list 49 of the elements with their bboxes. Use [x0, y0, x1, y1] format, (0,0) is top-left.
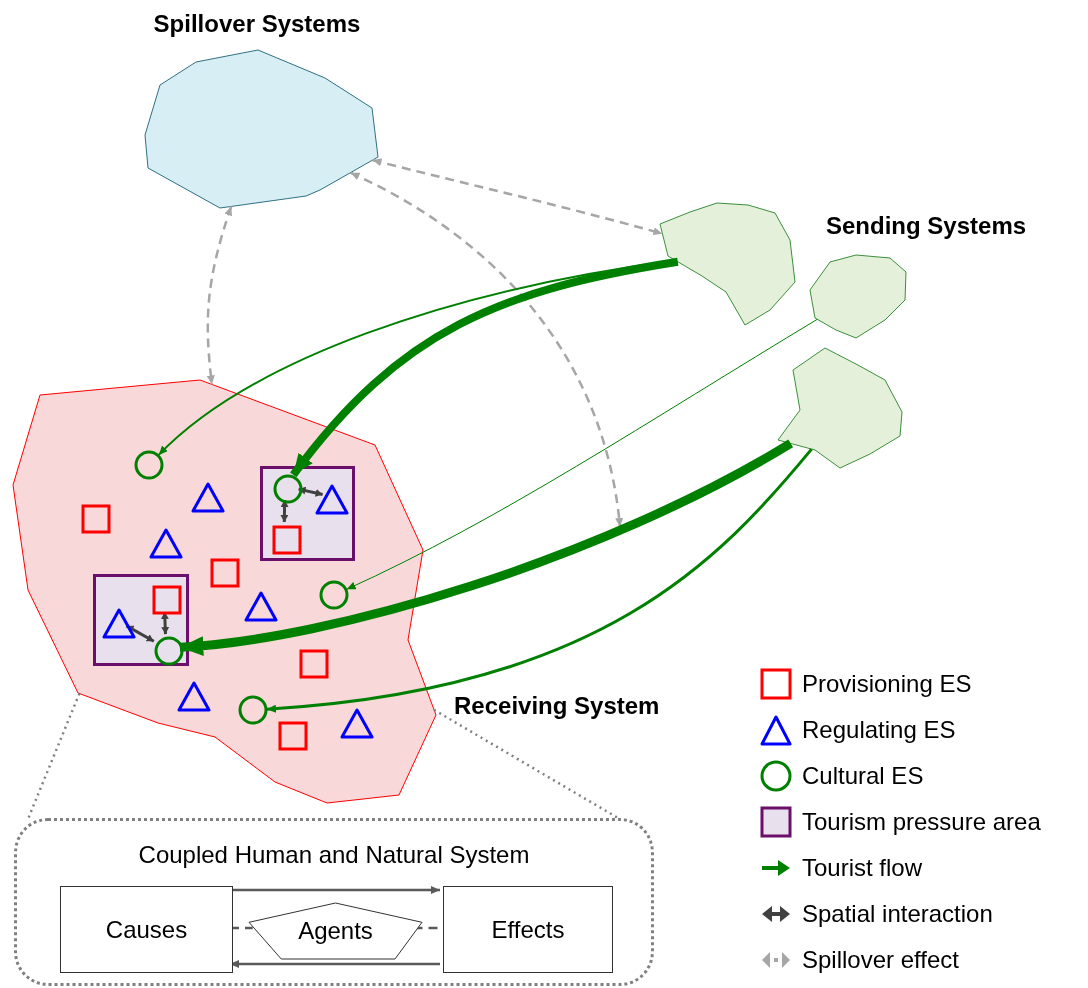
zoom-line: [27, 693, 81, 819]
triangle-symbol: [244, 590, 278, 622]
legend-label: Spatial interaction: [802, 900, 993, 928]
legend-label: Tourist flow: [802, 854, 923, 882]
double-arrow: [298, 486, 323, 497]
legend-label: Cultural ES: [802, 762, 924, 790]
process-box: Causes: [60, 886, 233, 973]
legend-label: Provisioning ES: [802, 670, 972, 698]
triangle-symbol: [149, 527, 183, 559]
panel-title: Coupled Human and Natural System: [137, 841, 531, 869]
region-title: Spillover Systems: [152, 10, 362, 38]
square-symbol: [272, 525, 302, 555]
zoom-line: [433, 708, 619, 820]
pressure-area-box: [260, 466, 355, 561]
legend-label: Regulating ES: [802, 716, 956, 744]
square-symbol: [299, 649, 329, 679]
triangle-symbol: [102, 607, 136, 639]
arrow: [179, 439, 793, 656]
legend-label: Spillover effect: [802, 946, 959, 974]
square-symbol: [278, 721, 308, 751]
arrow: [290, 257, 679, 478]
arrow: [346, 318, 818, 590]
double-arrow: [372, 158, 663, 236]
region-title: Receiving System: [454, 692, 660, 720]
zoom-panel: [14, 818, 654, 986]
arrow: [266, 448, 813, 713]
region-title: Sending Systems: [826, 212, 1027, 240]
arrow: [230, 960, 440, 968]
pentagon-box: Agents: [248, 902, 423, 960]
square-symbol: [81, 504, 111, 534]
circle-symbol: [238, 695, 268, 725]
process-box: Effects: [443, 886, 613, 973]
double-arrow: [125, 624, 155, 643]
legend-label: Tourism pressure area: [802, 808, 1041, 836]
triangle-symbol: [191, 481, 225, 513]
pressure-area-box: [93, 574, 189, 666]
double-arrow: [206, 206, 233, 385]
triangle-symbol: [340, 707, 374, 739]
circle-symbol: [273, 474, 303, 504]
arrow: [230, 886, 440, 894]
square-symbol: [152, 585, 182, 615]
connector-line: [230, 926, 253, 930]
double-arrow: [349, 171, 623, 528]
circle-symbol: [319, 580, 349, 610]
square-symbol: [210, 558, 240, 588]
triangle-symbol: [315, 483, 349, 515]
triangle-symbol: [177, 680, 211, 712]
circle-symbol: [154, 636, 184, 666]
circle-symbol: [134, 450, 164, 480]
